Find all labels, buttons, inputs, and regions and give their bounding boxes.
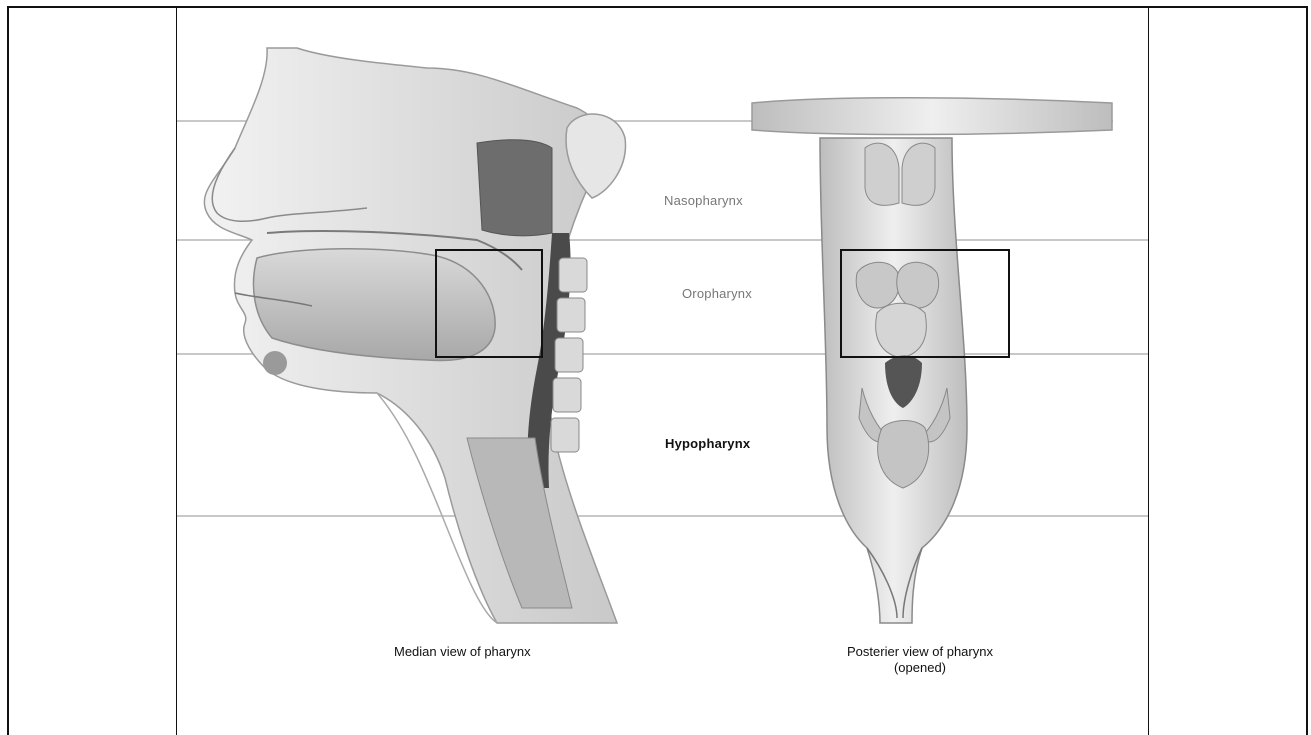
anatomy-drawing xyxy=(177,8,1148,735)
oropharynx-highlight-box-posterior xyxy=(840,249,1010,358)
caption-median-view: Median view of pharynx xyxy=(394,644,531,659)
oropharynx-highlight-box-median xyxy=(435,249,543,358)
posterior-view-drawing xyxy=(752,98,1112,623)
label-nasopharynx: Nasopharynx xyxy=(664,193,743,208)
caption-posterior-view: Posterier view of pharynx (opened) xyxy=(800,644,1040,676)
table-border-left xyxy=(7,6,9,735)
caption-posterior-line2: (opened) xyxy=(800,660,1040,676)
label-hypopharynx: Hypopharynx xyxy=(665,436,750,451)
pharynx-illustration: Nasopharynx Oropharynx Hypopharynx Media… xyxy=(177,8,1148,735)
caption-posterior-line1: Posterier view of pharynx xyxy=(800,644,1040,660)
median-view-drawing xyxy=(204,48,625,623)
label-oropharynx: Oropharynx xyxy=(682,286,752,301)
column-divider-right xyxy=(1148,6,1149,735)
table-border-right xyxy=(1306,6,1308,735)
